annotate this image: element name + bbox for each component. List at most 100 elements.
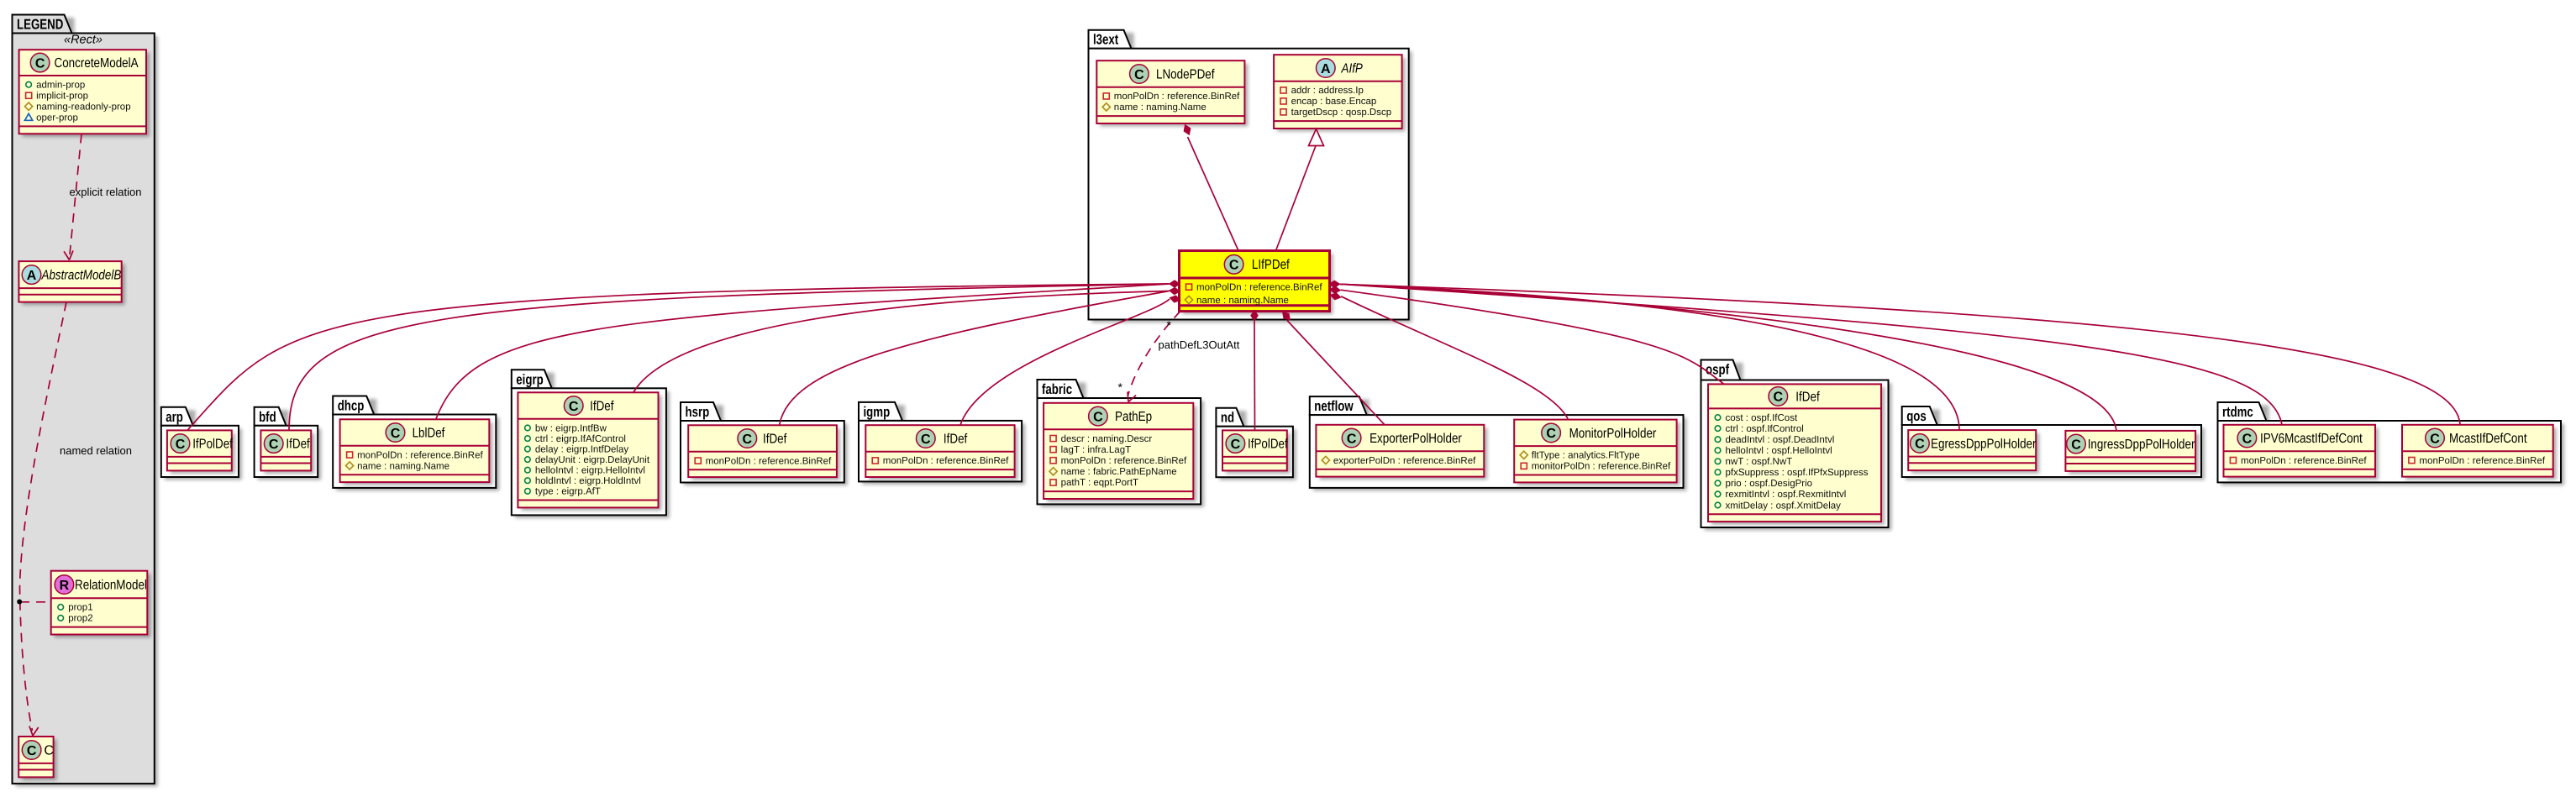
svg-text:monPolDn : reference.BinRef: monPolDn : reference.BinRef xyxy=(2241,456,2367,466)
svg-text:monPolDn : reference.BinRef: monPolDn : reference.BinRef xyxy=(706,456,832,466)
svg-text:prio : ospf.DesigPrio: prio : ospf.DesigPrio xyxy=(1726,479,1813,489)
svg-text:monPolDn : reference.BinRef: monPolDn : reference.BinRef xyxy=(1114,92,1240,102)
svg-text:name : fabric.PathEpName: name : fabric.PathEpName xyxy=(1061,467,1177,477)
svg-text:ConcreteModelA: ConcreteModelA xyxy=(55,56,139,71)
svg-text:C: C xyxy=(743,433,753,447)
svg-text:C: C xyxy=(2242,432,2253,446)
svg-text:nwT : ospf.NwT: nwT : ospf.NwT xyxy=(1726,457,1793,467)
svg-text:exporterPolDn : reference.BinR: exporterPolDn : reference.BinRef xyxy=(1333,456,1476,466)
svg-text:encap : base.Encap: encap : base.Encap xyxy=(1291,97,1377,107)
svg-text:rexmitIntvl : ospf.RexmitIntvl: rexmitIntvl : ospf.RexmitIntvl xyxy=(1726,490,1847,500)
svg-text:pathT : eqpt.PortT: pathT : eqpt.PortT xyxy=(1061,478,1138,488)
svg-text:LblDef: LblDef xyxy=(413,427,445,441)
svg-text:delayUnit : eigrp.DelayUnit: delayUnit : eigrp.DelayUnit xyxy=(535,455,650,465)
svg-text:C: C xyxy=(44,744,54,758)
svg-text:bw : eigrp.IntfBw: bw : eigrp.IntfBw xyxy=(535,423,607,433)
svg-text:C: C xyxy=(1774,391,1784,405)
svg-text:xmitDelay : ospf.XmitDelay: xmitDelay : ospf.XmitDelay xyxy=(1726,501,1842,511)
svg-text:ospf: ospf xyxy=(1706,362,1729,378)
svg-text:naming-readonly-prop: naming-readonly-prop xyxy=(36,102,131,113)
svg-text:nd: nd xyxy=(1221,410,1234,426)
svg-text:IPV6McastIfDefCont: IPV6McastIfDefCont xyxy=(2260,432,2363,446)
svg-text:LNodePDef: LNodePDef xyxy=(1156,68,1215,82)
svg-text:named relation: named relation xyxy=(60,444,132,457)
svg-text:MonitorPolHolder: MonitorPolHolder xyxy=(1569,427,1657,441)
svg-text:ctrl : ospf.IfControl: ctrl : ospf.IfControl xyxy=(1726,424,1804,434)
svg-text:name : naming.Name: name : naming.Name xyxy=(357,461,449,471)
svg-text:«Rect»: «Rect» xyxy=(64,34,103,47)
svg-text:AIfP: AIfP xyxy=(1341,62,1364,76)
svg-text:addr : address.Ip: addr : address.Ip xyxy=(1291,86,1364,96)
svg-text:helloIntvl : ospf.HelloIntvl: helloIntvl : ospf.HelloIntvl xyxy=(1726,446,1832,456)
svg-text:IfDef: IfDef xyxy=(590,400,614,414)
svg-text:IfPolDef: IfPolDef xyxy=(1248,438,1288,452)
svg-text:bfd: bfd xyxy=(259,409,276,425)
svg-text:C: C xyxy=(2071,438,2081,452)
svg-text:PathEp: PathEp xyxy=(1115,410,1152,424)
svg-text:descr : naming.Descr: descr : naming.Descr xyxy=(1061,434,1153,444)
svg-text:ctrl : eigrp.IfAfControl: ctrl : eigrp.IfAfControl xyxy=(535,434,626,444)
svg-text:oper-prop: oper-prop xyxy=(36,113,78,123)
svg-text:A: A xyxy=(27,269,37,283)
svg-text:C: C xyxy=(1231,438,1241,452)
svg-text:C: C xyxy=(176,438,186,452)
svg-text:IfDef: IfDef xyxy=(1795,390,1820,404)
svg-text:C: C xyxy=(27,744,37,758)
svg-text:A: A xyxy=(1321,62,1331,76)
svg-text:igmp: igmp xyxy=(864,404,891,420)
svg-text:helloIntvl : eigrp.HelloIntvl: helloIntvl : eigrp.HelloIntvl xyxy=(535,466,645,476)
svg-text:arp: arp xyxy=(166,409,183,425)
svg-text:prop1: prop1 xyxy=(68,603,92,613)
svg-text:name : naming.Name: name : naming.Name xyxy=(1196,296,1289,306)
svg-text:name : naming.Name: name : naming.Name xyxy=(1114,102,1207,113)
svg-text:implicit-prop: implicit-prop xyxy=(36,92,88,102)
svg-text:monPolDn : reference.BinRef: monPolDn : reference.BinRef xyxy=(1061,456,1187,466)
svg-text:IngressDppPolHolder: IngressDppPolHolder xyxy=(2088,438,2195,452)
svg-text:C: C xyxy=(269,438,279,452)
svg-text:l3ext: l3ext xyxy=(1093,32,1118,48)
svg-text:lagT : infra.LagT: lagT : infra.LagT xyxy=(1061,445,1132,455)
svg-text:pathDefL3OutAtt: pathDefL3OutAtt xyxy=(1159,338,1240,351)
svg-text:R: R xyxy=(60,579,70,593)
svg-text:netflow: netflow xyxy=(1314,398,1354,414)
svg-text:type : eigrp.AfT: type : eigrp.AfT xyxy=(535,487,601,497)
svg-text:C: C xyxy=(921,433,931,447)
svg-text:monitorPolDn : reference.BinRe: monitorPolDn : reference.BinRef xyxy=(1532,462,1671,472)
svg-text:admin-prop: admin-prop xyxy=(36,81,85,91)
svg-text:prop2: prop2 xyxy=(68,614,92,624)
svg-text:C: C xyxy=(35,56,45,71)
svg-text:rtdmc: rtdmc xyxy=(2222,404,2253,420)
svg-text:cost : ospf.IfCost: cost : ospf.IfCost xyxy=(1726,413,1798,423)
svg-text:C: C xyxy=(1093,410,1103,424)
svg-text:delay : eigrp.IntfDelay: delay : eigrp.IntfDelay xyxy=(535,444,628,454)
svg-text:monPolDn : reference.BinRef: monPolDn : reference.BinRef xyxy=(1196,283,1322,293)
svg-text:deadIntvl : ospf.DeadIntvl: deadIntvl : ospf.DeadIntvl xyxy=(1726,435,1835,445)
svg-text:fabric: fabric xyxy=(1042,381,1072,397)
svg-text:C: C xyxy=(1546,427,1556,441)
svg-text:C: C xyxy=(569,400,579,414)
svg-text:*: * xyxy=(1167,318,1172,332)
svg-text:hsrp: hsrp xyxy=(686,404,710,420)
svg-text:IfDef: IfDef xyxy=(763,433,787,447)
svg-text:pfxSuppress : ospf.IfPfxSuppre: pfxSuppress : ospf.IfPfxSuppress xyxy=(1726,468,1869,478)
svg-text:monPolDn : reference.BinRef: monPolDn : reference.BinRef xyxy=(357,450,483,460)
svg-text:IfPolDef: IfPolDef xyxy=(192,438,233,452)
svg-text:C: C xyxy=(1915,438,1925,452)
svg-text:*: * xyxy=(1118,380,1123,394)
svg-text:IfDef: IfDef xyxy=(944,433,968,447)
svg-text:explicit relation: explicit relation xyxy=(70,186,142,198)
svg-text:EgressDppPolHolder: EgressDppPolHolder xyxy=(1931,437,2037,451)
svg-text:qos: qos xyxy=(1906,408,1927,424)
svg-text:RelationModel: RelationModel xyxy=(75,579,147,593)
svg-text:IfDef: IfDef xyxy=(286,438,310,452)
svg-text:holdIntvl : eigrp.HoldIntvl: holdIntvl : eigrp.HoldIntvl xyxy=(535,476,641,486)
svg-text:dhcp: dhcp xyxy=(338,398,365,414)
svg-text:C: C xyxy=(2430,432,2440,446)
svg-text:targetDscp : qosp.Dscp: targetDscp : qosp.Dscp xyxy=(1291,107,1392,118)
svg-text:C: C xyxy=(391,427,401,441)
svg-text:eigrp: eigrp xyxy=(516,371,543,387)
svg-text:monPolDn : reference.BinRef: monPolDn : reference.BinRef xyxy=(2420,456,2546,466)
svg-text:LIfPDef: LIfPDef xyxy=(1252,258,1290,272)
svg-text:C: C xyxy=(1347,432,1357,446)
svg-text:LEGEND: LEGEND xyxy=(17,17,63,33)
